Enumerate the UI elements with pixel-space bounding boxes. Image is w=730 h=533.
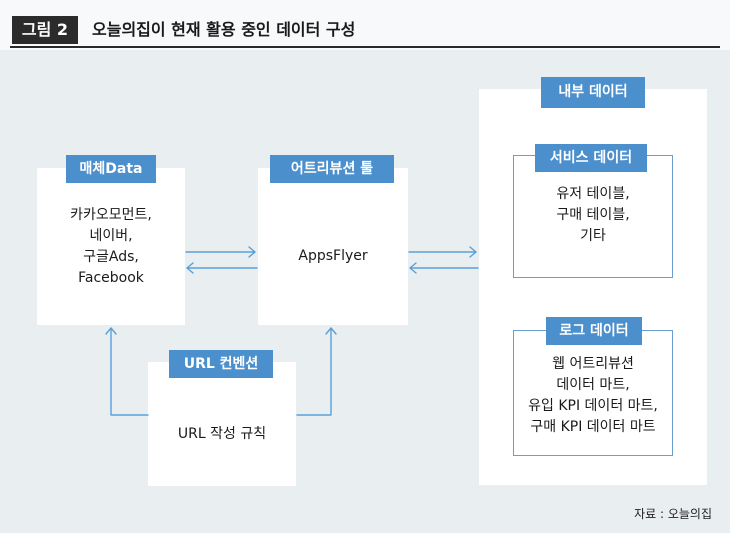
service-item: 구매 테이블, (556, 207, 630, 223)
arrow-url-to-media (105, 327, 149, 416)
attribution-tool-box (258, 168, 408, 325)
media-data-box (37, 168, 185, 325)
log-item: 유입 KPI 데이터 마트, (528, 398, 658, 414)
media-item: Facebook (78, 270, 144, 286)
source-note: 자료 : 오늘의집 (634, 507, 712, 521)
figure-tag: 그림 2 (12, 16, 78, 44)
log-item: 구매 KPI 데이터 마트 (530, 419, 656, 435)
media-data-content: 카카오모먼트, 네이버, 구글Ads, Facebook (37, 205, 185, 289)
log-data-box (513, 330, 673, 456)
url-convention-box (148, 362, 296, 486)
url-convention-label: URL 컨벤션 (169, 350, 273, 378)
service-item: 유저 테이블, (556, 186, 630, 202)
media-data-label: 매체Data (66, 155, 156, 183)
internal-data-label: 내부 데이터 (541, 77, 645, 108)
url-convention-content: URL 작성 규칙 (148, 424, 296, 445)
attribution-tool-name: AppsFlyer (298, 248, 368, 264)
attribution-tool-content: AppsFlyer (258, 246, 408, 267)
url-rule: URL 작성 규칙 (177, 426, 267, 442)
service-data-label: 서비스 데이터 (535, 144, 647, 172)
arrow-attribution-to-internal (408, 246, 477, 258)
log-data-label: 로그 데이터 (546, 317, 642, 345)
log-item: 데이터 마트, (556, 377, 630, 393)
log-item: 웹 어트리뷰션 (552, 356, 634, 372)
header-divider (10, 46, 720, 48)
arrow-url-to-attribution (296, 327, 337, 416)
service-item: 기타 (580, 228, 606, 244)
media-item: 카카오모먼트, (70, 207, 152, 223)
log-data-content: 웹 어트리뷰션 데이터 마트, 유입 KPI 데이터 마트, 구매 KPI 데이… (507, 354, 679, 438)
figure-title: 오늘의집이 현재 활용 중인 데이터 구성 (92, 20, 356, 39)
arrow-attribution-to-media (186, 262, 258, 274)
service-data-box (513, 155, 673, 278)
media-item: 구글Ads, (83, 249, 139, 265)
media-item: 네이버, (89, 228, 133, 244)
arrow-media-to-attribution (185, 246, 256, 258)
attribution-tool-label: 어트리뷰션 툴 (270, 155, 394, 183)
arrow-internal-to-attribution (409, 262, 479, 274)
service-data-content: 유저 테이블, 구매 테이블, 기타 (513, 184, 673, 247)
header: 그림 2 오늘의집이 현재 활용 중인 데이터 구성 (0, 0, 730, 50)
